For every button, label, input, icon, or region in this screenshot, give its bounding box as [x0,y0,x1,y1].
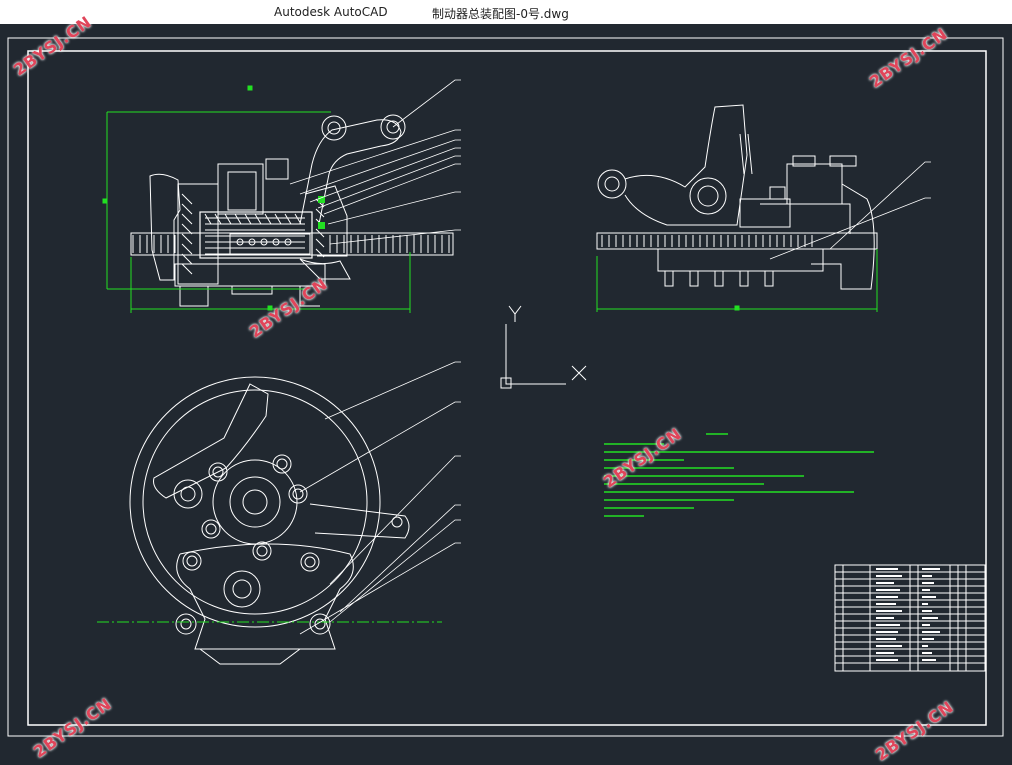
technical-notes [604,433,874,517]
outer-border [7,37,1004,737]
side-view-leaders [769,161,931,260]
parts-list-entries [876,568,940,661]
side-view [596,104,878,290]
ucs-icon [500,305,587,389]
title-bar: Autodesk AutoCAD 制动器总装配图-0号.dwg [0,0,1012,24]
front-section-view [130,114,454,307]
drawing-canvas[interactable]: 2BYSJ.CN 2BYSJ.CN 2BYSJ.CN 2BYSJ.CN 2BYS… [0,12,1012,765]
parts-list-table [834,564,986,672]
document-title: 制动器总装配图-0号.dwg [432,7,569,21]
front-view-dimensions [102,85,411,313]
plan-view [129,376,410,665]
inner-border [27,50,987,726]
side-view-dimensions [596,249,878,312]
app-title: Autodesk AutoCAD [274,5,388,19]
front-view-leaders [289,79,461,245]
plan-view-leaders [299,361,461,635]
